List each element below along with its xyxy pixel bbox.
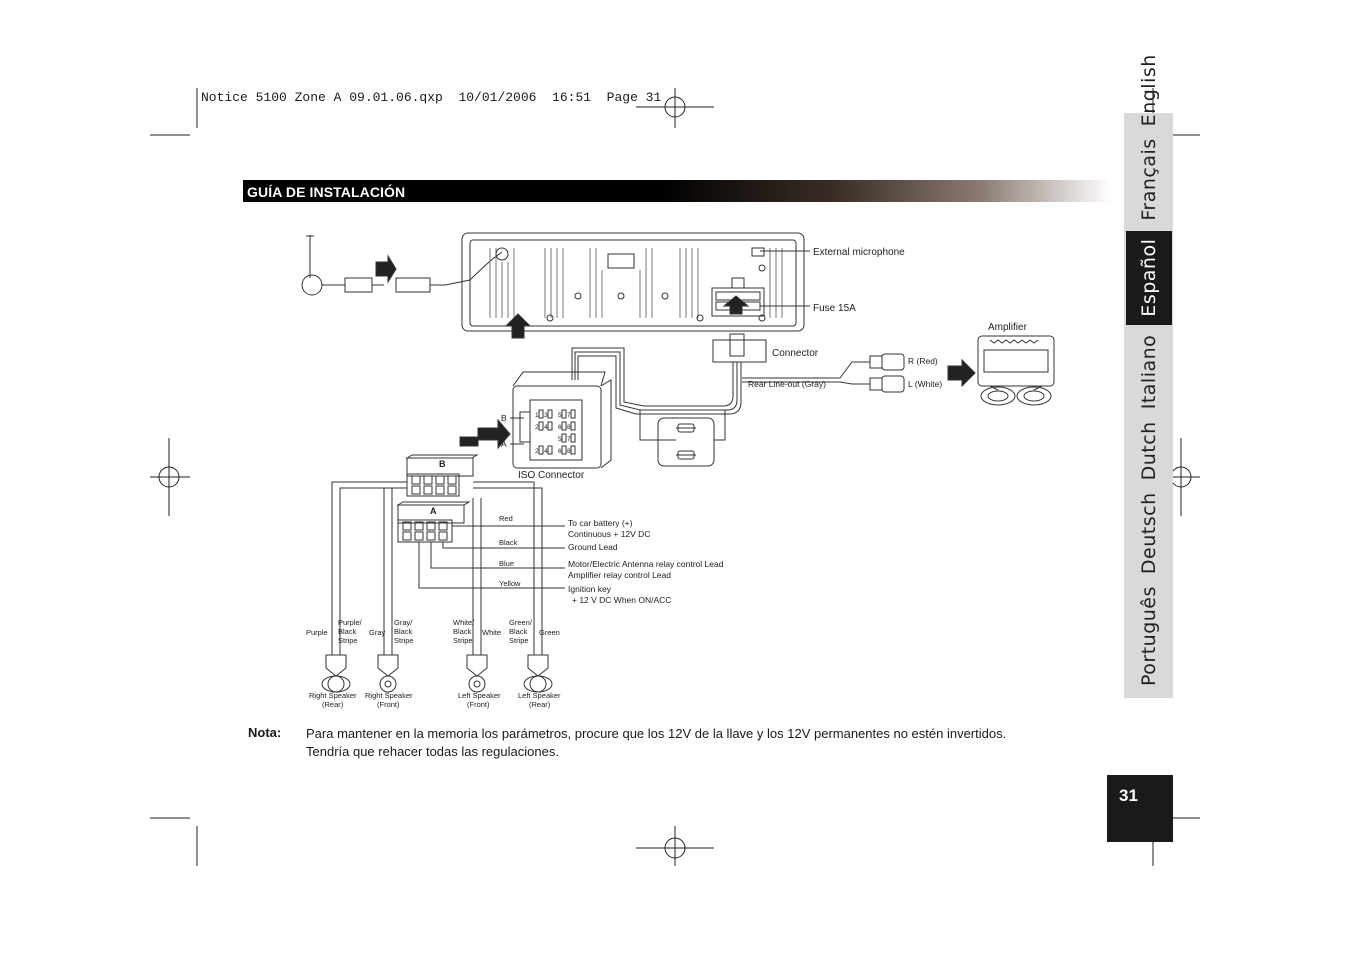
desc-motor: Motor/Electric Antenna relay control Lea… [568, 559, 724, 569]
antenna-cable [444, 251, 503, 286]
speaker-rr-icon [321, 654, 351, 693]
speaker-lr-label-1: Left Speaker [518, 691, 561, 700]
iso-pin-10: 7 [567, 436, 571, 443]
speaker-lf-icon [466, 654, 488, 693]
label-b: B [501, 413, 507, 423]
iso-pin-14: 8 [567, 448, 571, 455]
label-connector: Connector [772, 348, 819, 359]
note-label: Nota: [248, 725, 282, 740]
label-fuse: Fuse 15A [813, 303, 856, 314]
print-slug: Notice 5100 Zone A 09.01.06.qxp 10/01/20… [201, 90, 662, 105]
arrow-iso-icon [459, 418, 511, 450]
plug-a-icon [396, 501, 471, 543]
note-text: Para mantener en la memoria los parámetr… [306, 725, 1026, 761]
language-tab: Português Deutsch Dutch Italiano Español… [1124, 54, 1173, 698]
wire-green: Green [539, 628, 560, 637]
iso-pin-1: 1 [535, 412, 539, 419]
desc-battery-1: To car battery (+) [568, 518, 633, 528]
iso-pin-8: 8 [567, 424, 571, 431]
speaker-lr-icon [523, 654, 553, 693]
wire-white-black-2: Black [453, 627, 472, 636]
antenna-plug [395, 277, 445, 293]
section-title: GUÍA DE INSTALACIÓN [247, 184, 406, 200]
wire-gray-black-2: Black [394, 627, 413, 636]
speaker-lf-label-2: (Front) [467, 700, 490, 709]
arrow-up-icon [504, 313, 532, 339]
iso-pin-5: 2 [535, 424, 539, 431]
label-amplifier: Amplifier [988, 322, 1028, 333]
wire-purple: Purple [306, 628, 328, 637]
section-header-bar [243, 180, 1111, 202]
plug-a-letter: A [430, 506, 437, 516]
wire-black: Black [499, 538, 518, 547]
wire-gray: Gray [369, 628, 386, 637]
wire-red: Red [499, 514, 513, 523]
wire-white: White [482, 628, 501, 637]
desc-ignition-1: Ignition key [568, 584, 612, 594]
iso-pin-6: 4 [544, 424, 548, 431]
label-r-red: R (Red) [908, 356, 938, 366]
wire-gray-black-1: Gray/ [394, 618, 413, 627]
wire-blue: Blue [499, 559, 514, 568]
wire-yellow: Yellow [499, 579, 521, 588]
speaker-rf-icon [377, 654, 399, 693]
iso-pin-4: 7 [567, 412, 571, 419]
iso-pin-13: 6 [558, 448, 562, 455]
note-line-2: Tendría que rehacer todas las regulacion… [306, 744, 559, 759]
iso-pin-11: 2 [535, 448, 539, 455]
label-a: A [501, 439, 507, 449]
label-rear-line-out: Rear Line-out (Gray) [748, 379, 826, 389]
iso-connector-icon [512, 371, 612, 469]
desc-ignition-2: + 12 V DC When ON/ACC [572, 595, 671, 605]
arrow-right-icon [375, 254, 397, 284]
wire-purple-black-2: Black [338, 627, 357, 636]
speaker-rr-label-1: Right Speaker [309, 691, 357, 700]
iso-pin-3: 5 [558, 412, 562, 419]
wire-purple-black-3: Stripe [338, 636, 358, 645]
desc-amp-relay: Amplifier relay control Lead [568, 570, 671, 580]
wire-purple-black-1: Purple/ [338, 618, 363, 627]
page-number-box [1107, 775, 1173, 842]
connector-block [712, 339, 767, 363]
desc-battery-2: Continuous + 12V DC [568, 529, 650, 539]
iso-pin-2: 3 [544, 412, 548, 419]
wire-green-black-2: Black [509, 627, 528, 636]
desc-ground: Ground Lead [568, 542, 618, 552]
label-l-white: L (White) [908, 379, 942, 389]
wire-green-black-3: Stripe [509, 636, 529, 645]
amplifier-icon [977, 335, 1055, 406]
arrow-right-amp-icon [947, 358, 976, 388]
iso-pin-12: 4 [544, 448, 548, 455]
label-iso-connector: ISO Connector [518, 470, 585, 481]
page-number: 31 [1119, 786, 1138, 805]
speaker-rf-label-2: (Front) [377, 700, 400, 709]
iso-pin-9: 5 [558, 436, 562, 443]
note-line-1: Para mantener en la memoria los parámetr… [306, 726, 1007, 741]
wire-green-black-1: Green/ [509, 618, 533, 627]
speaker-lr-label-2: (Rear) [529, 700, 551, 709]
plug-b-letter: B [439, 459, 446, 469]
speaker-lf-label-1: Left Speaker [458, 691, 501, 700]
plug-b-icon [405, 454, 479, 497]
wire-gray-black-3: Stripe [394, 636, 414, 645]
arrow-up-small-icon [722, 295, 750, 315]
label-external-microphone: External microphone [813, 247, 905, 258]
antenna-icon [301, 235, 384, 296]
radio-back-panel [461, 232, 805, 332]
iso-pin-7: 6 [558, 424, 562, 431]
speaker-rr-label-2: (Rear) [322, 700, 344, 709]
wire-white-black-1: White/ [453, 618, 475, 627]
speaker-rf-label-1: Right Speaker [365, 691, 413, 700]
wire-white-black-3: Stripe [453, 636, 473, 645]
